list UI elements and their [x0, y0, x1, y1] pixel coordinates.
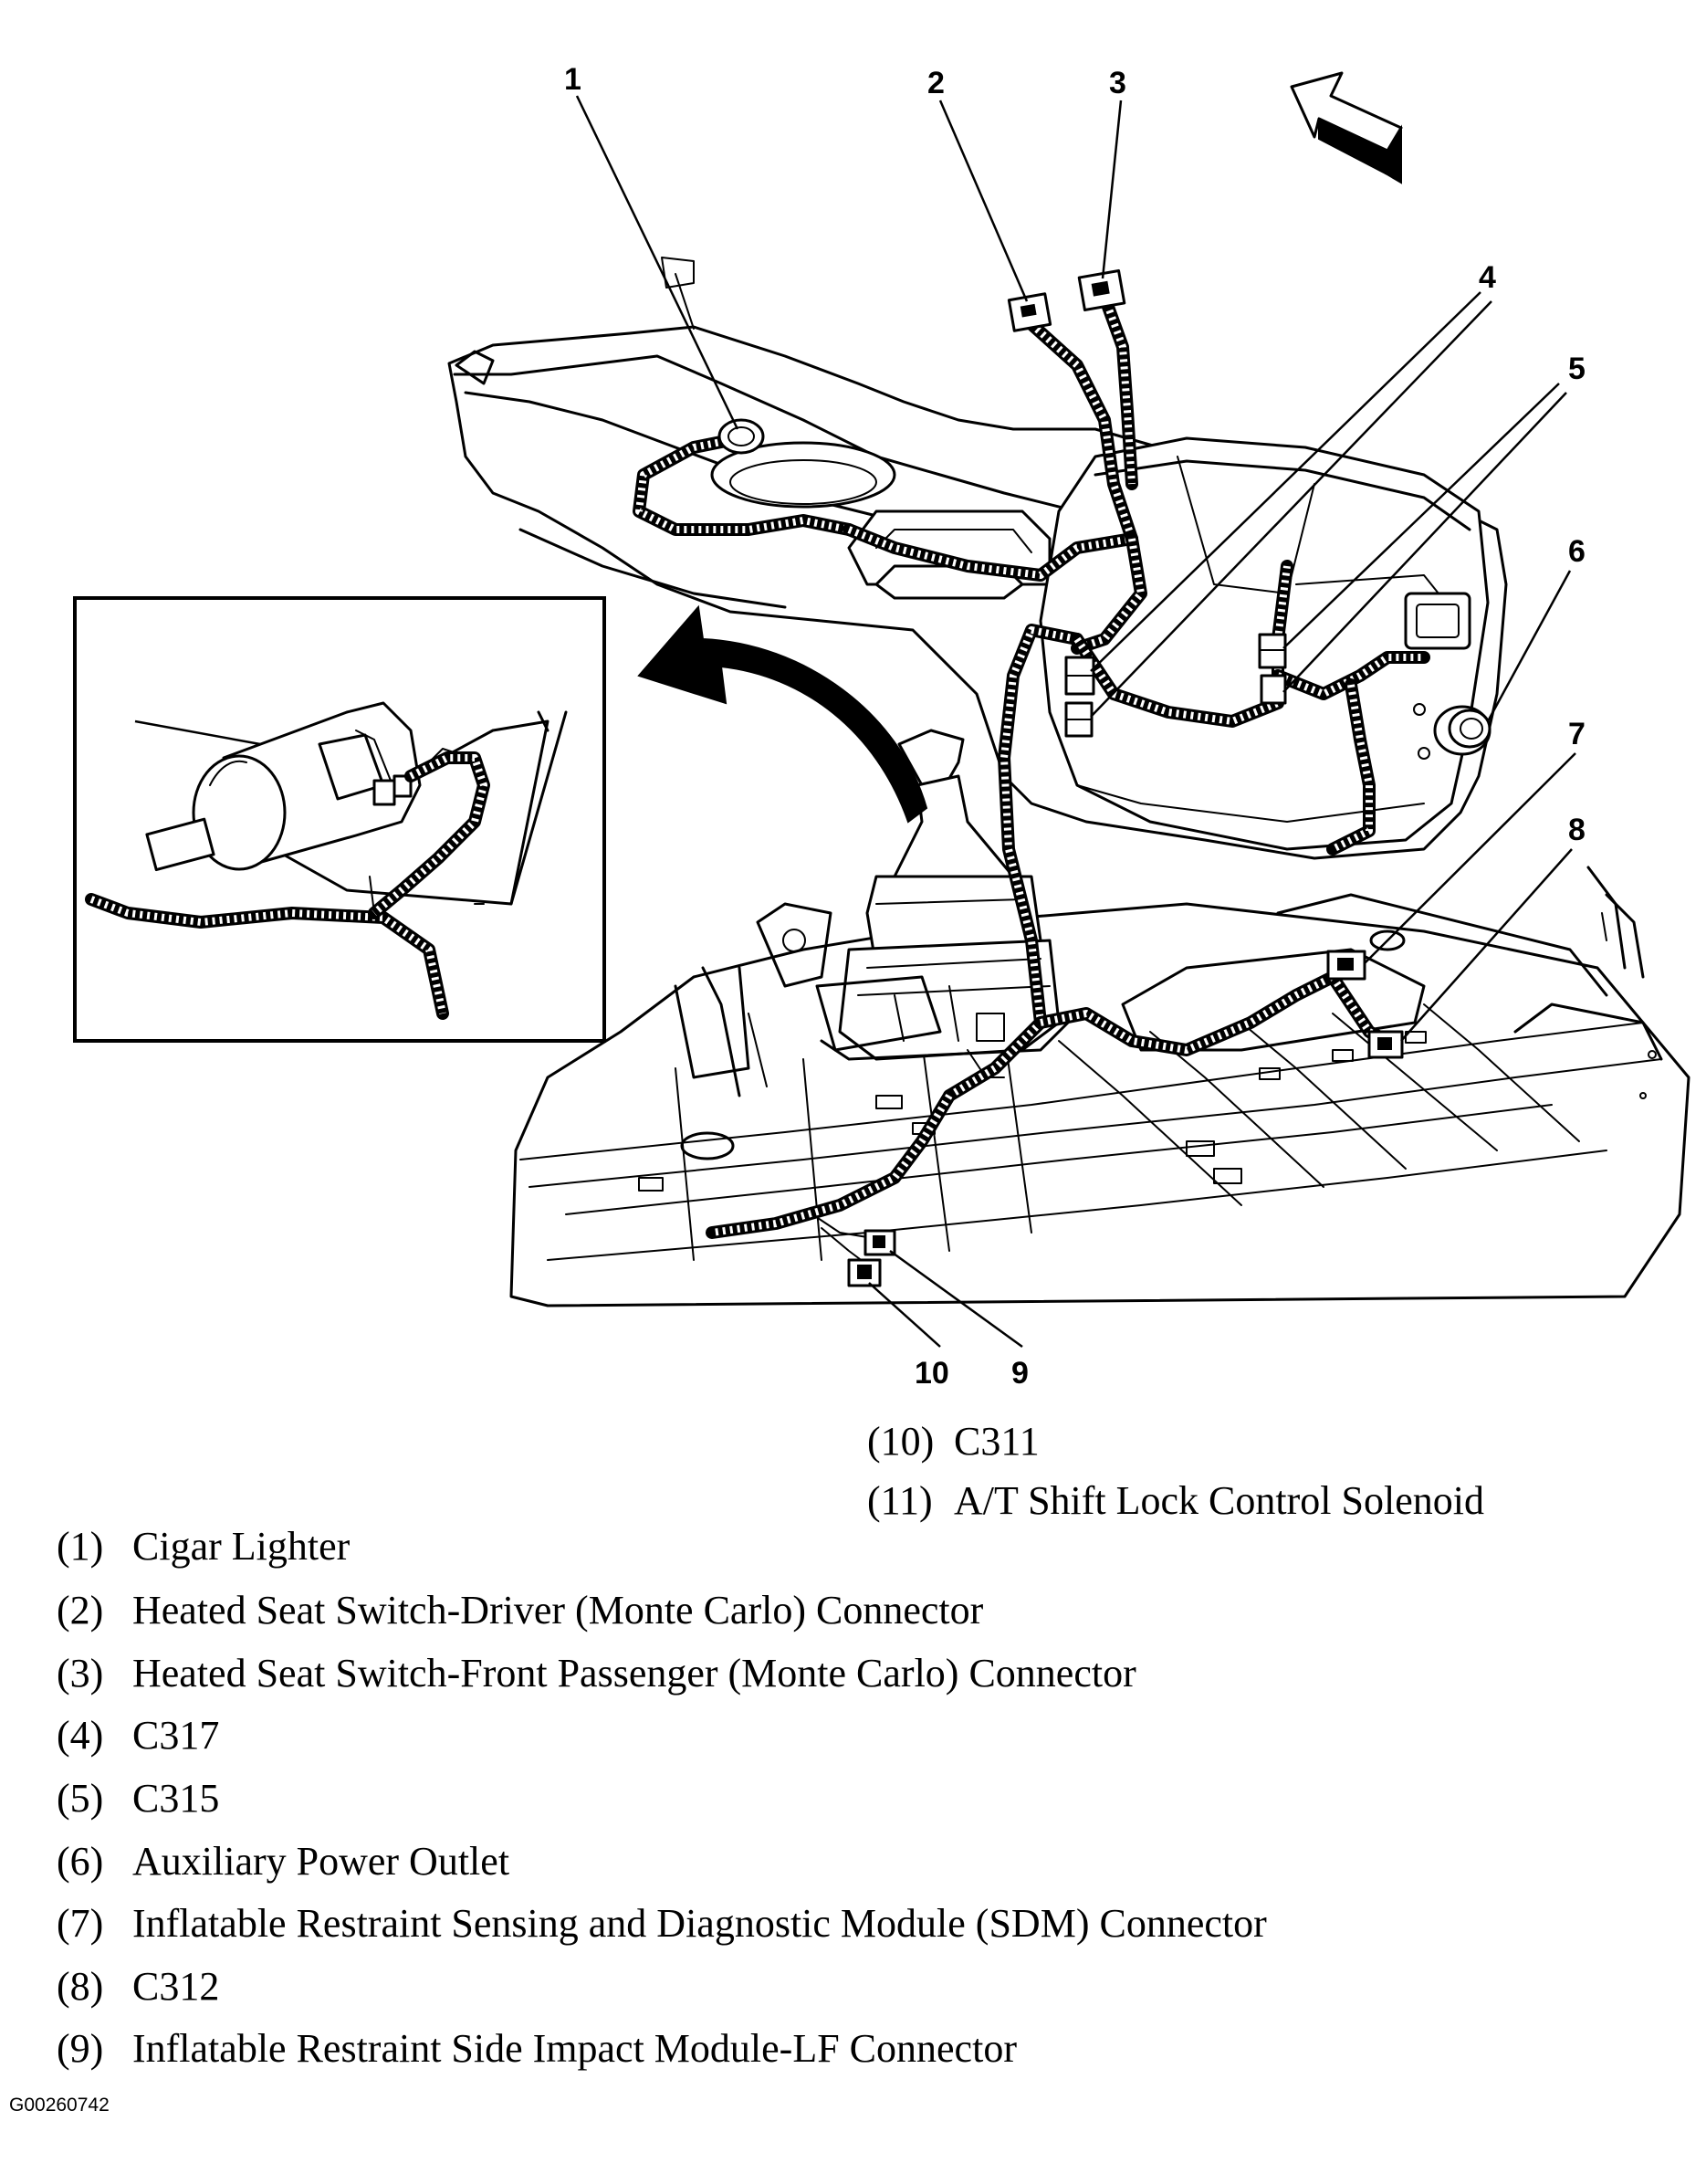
legend-num-3: (3) [57, 1651, 103, 1696]
callout-4: 4 [1479, 260, 1496, 295]
cigar-lighter [717, 418, 765, 455]
legend-num-7: (7) [57, 1901, 103, 1946]
connector-c317 [1064, 656, 1095, 738]
callout-2: 2 [927, 66, 945, 100]
legend-text-4: C317 [132, 1713, 219, 1758]
callout-10: 10 [915, 1356, 949, 1391]
legend-text-8: C312 [132, 1964, 219, 2009]
legend-num-11: (11) [867, 1478, 933, 1523]
curved-arrow-icon [637, 604, 928, 824]
legend-num-8: (8) [57, 1964, 103, 2009]
callout-labels: 1 2 3 4 5 6 7 8 9 10 11 [96, 62, 1586, 1391]
solenoid-inset [73, 596, 606, 1043]
center-console [447, 257, 1508, 860]
legend-text-1: Cigar Lighter [132, 1524, 351, 1569]
callout-5: 5 [1568, 352, 1586, 386]
connector-c315 [1258, 633, 1287, 705]
legend-num-4: (4) [57, 1713, 103, 1758]
callout-9: 9 [1011, 1356, 1029, 1391]
connector-c311 [847, 1258, 882, 1287]
legend-num-5: (5) [57, 1776, 103, 1821]
shifter-assembly [815, 729, 1070, 1078]
legend-text-10: C311 [954, 1419, 1040, 1464]
legend-num-6: (6) [57, 1839, 103, 1884]
legend-num-9: (9) [57, 2026, 103, 2071]
shift-lock-solenoid [145, 701, 422, 872]
connector-sdm [1326, 950, 1366, 981]
auxiliary-power-outlet [1433, 705, 1491, 756]
callout-1: 1 [564, 62, 581, 97]
callout-7: 7 [1568, 717, 1586, 751]
legend-text-9: Inflatable Restraint Side Impact Module-… [132, 2026, 1017, 2071]
floor-pan [509, 866, 1690, 1307]
connector-9 [863, 1229, 896, 1256]
legend-num-2: (2) [57, 1588, 103, 1633]
components [717, 268, 1491, 1287]
legend-text-6: Auxiliary Power Outlet [132, 1839, 509, 1884]
connector-2 [1007, 292, 1052, 332]
legend-text-5: C315 [132, 1776, 219, 1821]
legend-num-10: (10) [867, 1419, 934, 1464]
callout-3: 3 [1109, 66, 1126, 100]
forward-arrow-icon [1290, 71, 1403, 184]
connector-c312 [1367, 1030, 1404, 1059]
callout-8: 8 [1568, 813, 1586, 847]
connector-3 [1077, 268, 1126, 312]
legend-text-2: Heated Seat Switch-Driver (Monte Carlo) … [132, 1588, 984, 1633]
legend-text-7: Inflatable Restraint Sensing and Diagnos… [132, 1901, 1267, 1946]
legend-num-1: (1) [57, 1524, 103, 1569]
figure-id: G00260742 [9, 2095, 110, 2116]
legend: (10) C311 (11) A/T Shift Lock Control So… [57, 1419, 1484, 2071]
legend-text-3: Heated Seat Switch-Front Passenger (Mont… [132, 1651, 1136, 1696]
leader-lines [575, 95, 1576, 1349]
legend-text-11: A/T Shift Lock Control Solenoid [954, 1478, 1484, 1523]
callout-6: 6 [1568, 534, 1586, 569]
